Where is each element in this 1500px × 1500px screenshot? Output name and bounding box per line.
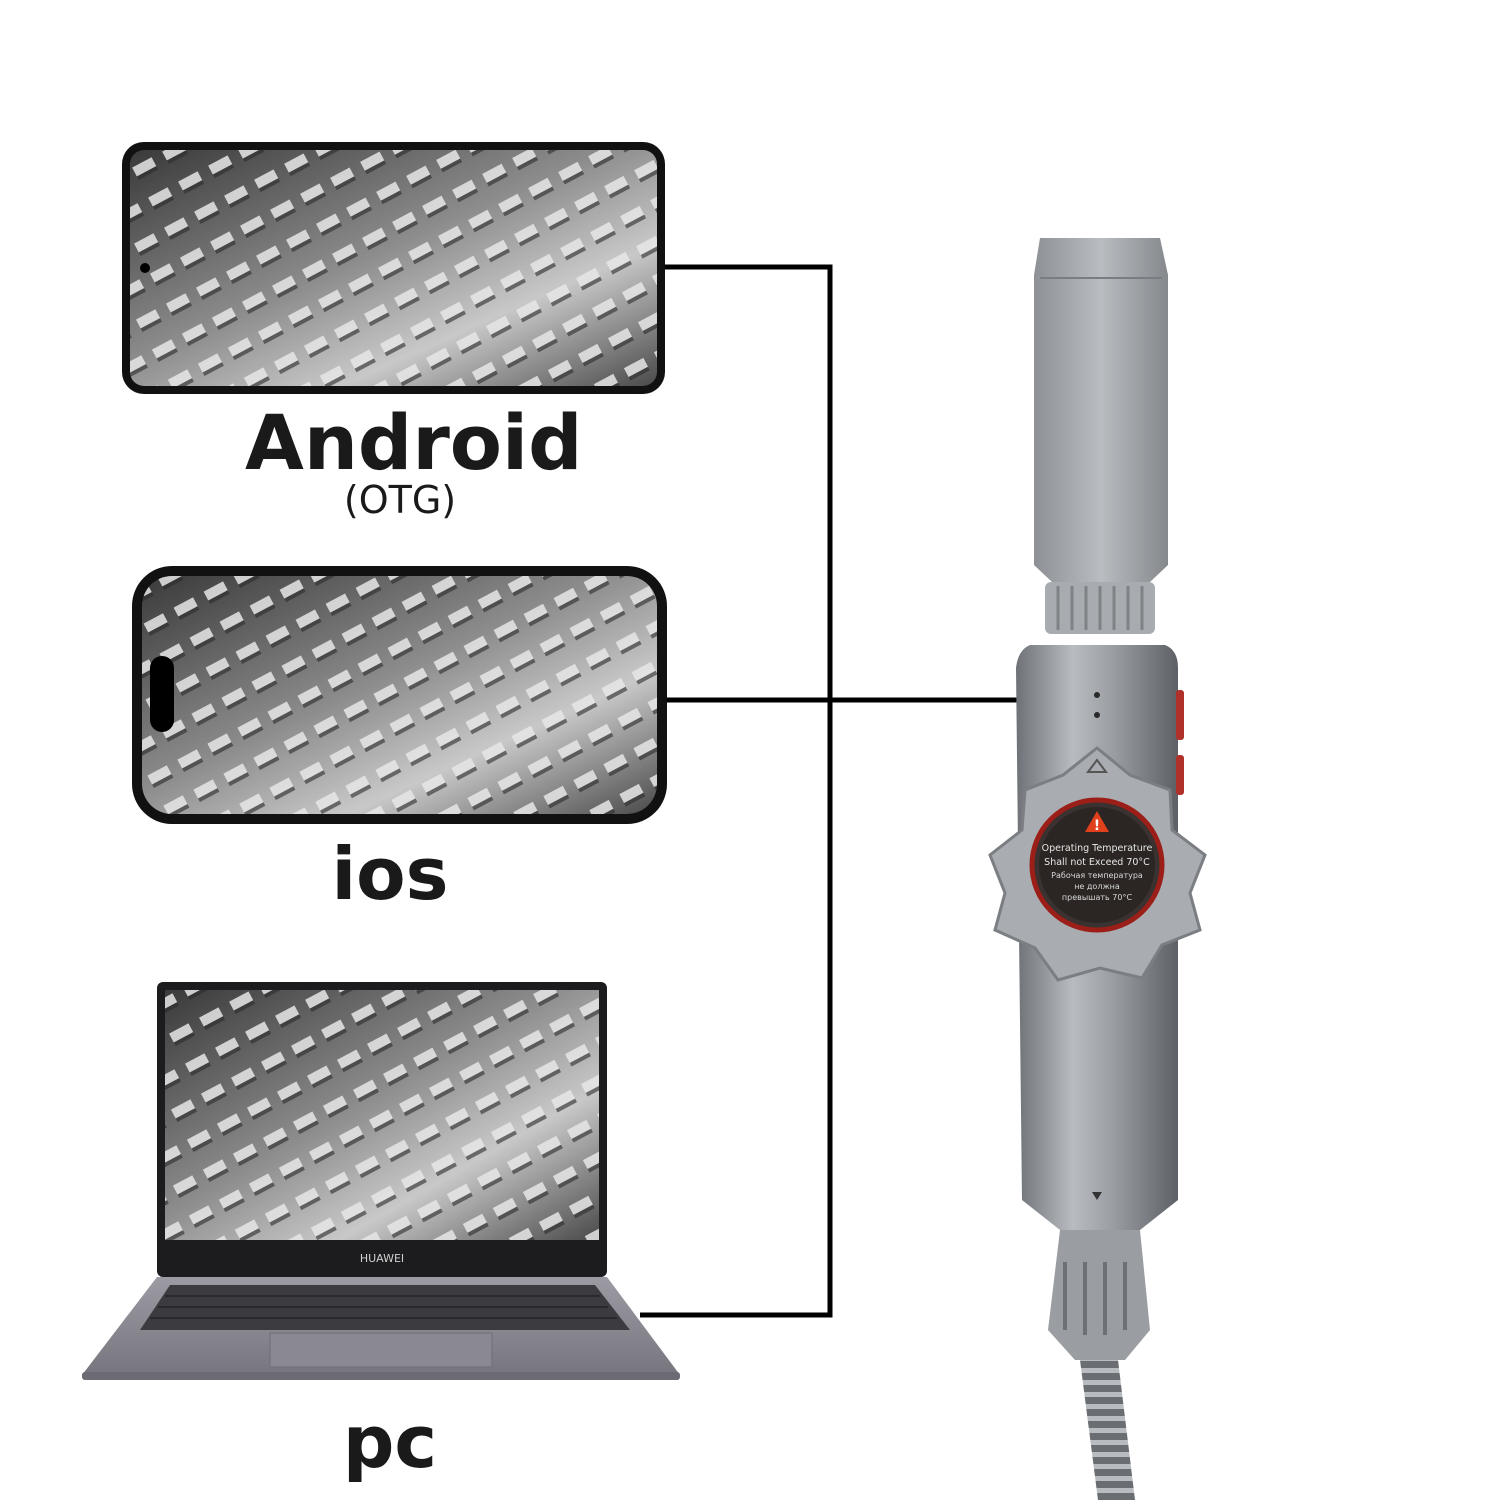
pc-label: pc [342, 1400, 438, 1484]
side-button-lower [1176, 755, 1184, 795]
android-label: Android [245, 398, 583, 487]
knurl-ring [1056, 586, 1144, 630]
svg-text:!: ! [1094, 818, 1100, 834]
android-phone [122, 142, 665, 394]
laptop: HUAWEI [82, 982, 680, 1380]
otg-label: (OTG) [343, 478, 457, 522]
tail-grip [1063, 1262, 1127, 1335]
up-arrow-icon [1086, 758, 1108, 773]
warning-line-4: не должна [1074, 882, 1120, 891]
indicator-dot [1094, 692, 1100, 698]
warning-line-2: Shall not Exceed 70°C [1044, 857, 1150, 868]
warning-line-5: превышать 70°C [1062, 893, 1133, 902]
gooseneck-cable [1080, 1360, 1135, 1500]
dynamic-island-icon [150, 656, 174, 732]
phone-clip [1034, 238, 1168, 582]
keyboard-keys [150, 1295, 617, 1319]
warning-line-1: Operating Temperature [1042, 843, 1153, 854]
laptop-brand: HUAWEI [360, 1252, 404, 1265]
front-camera-icon [140, 263, 150, 273]
down-arrow-icon [1092, 1192, 1102, 1200]
warning-line-3: Рабочая температура [1051, 871, 1143, 880]
indicator-dot [1094, 712, 1100, 718]
trackpad [269, 1332, 493, 1368]
ios-label: ios [331, 832, 449, 916]
connector-android-pc [640, 264, 833, 1318]
warning-triangle-icon [1085, 811, 1109, 832]
connector-lines [640, 264, 1018, 1318]
endoscope-device: ! Operating Temperature Shall not Exceed… [988, 238, 1207, 1500]
side-button-upper [1176, 690, 1184, 740]
ios-phone [132, 566, 667, 824]
